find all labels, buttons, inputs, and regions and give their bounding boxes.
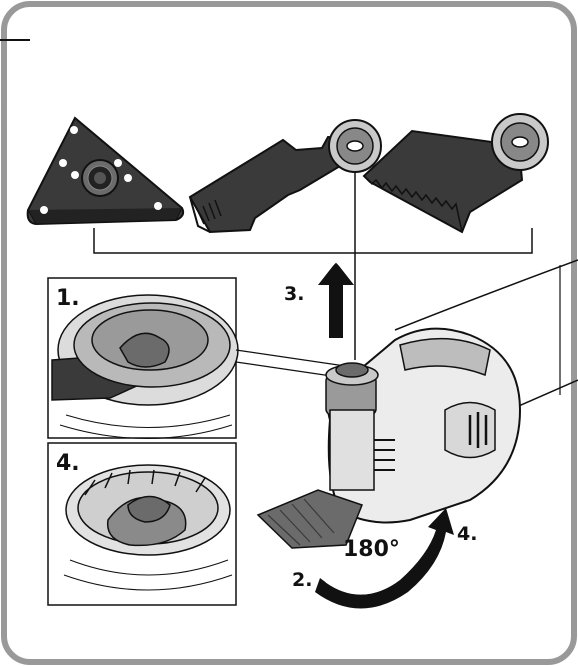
accessory-bracket (93, 228, 533, 254)
step4-inset-label: 4. (56, 451, 80, 476)
step1-label: 1. (56, 286, 80, 311)
plunge-blade-icon (188, 119, 382, 234)
arrow-up-icon (318, 261, 354, 338)
inset-panel-1 (47, 277, 239, 439)
sanding-pad-icon (26, 116, 185, 226)
toothed-blade-icon (362, 113, 549, 234)
inset-panel-4 (47, 442, 237, 606)
step3-label: 3. (284, 283, 304, 305)
step2-label: 2. (292, 569, 312, 591)
rotate-arrow-icon (315, 508, 454, 609)
multitool-icon (256, 259, 578, 549)
step4-arrow-label: 4. (457, 523, 477, 545)
angle-label: 180° (343, 537, 400, 562)
